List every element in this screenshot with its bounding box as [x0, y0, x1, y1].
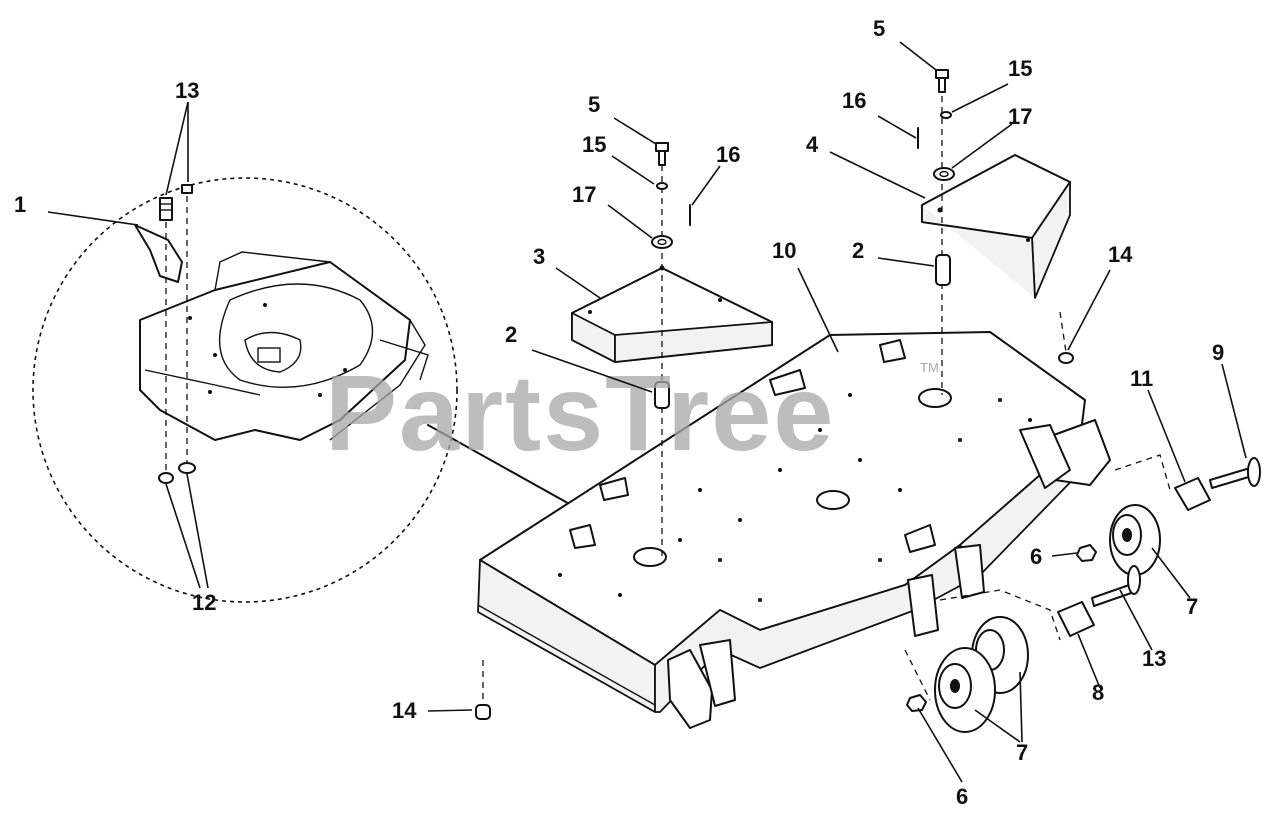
- callout-10: 10: [772, 238, 796, 263]
- callout-7: 7: [1016, 740, 1028, 765]
- callout-2: 2: [852, 238, 864, 263]
- leader-lines: [47, 41, 1247, 783]
- callout-14: 14: [392, 698, 417, 723]
- hardware-stack-right: [917, 69, 955, 395]
- svg-text:PartsTree: PartsTree: [325, 352, 835, 473]
- rear-wheel-assembly: [1076, 454, 1261, 576]
- callout-14: 14: [1108, 242, 1133, 267]
- callout-5: 5: [873, 16, 885, 41]
- callout-12: 12: [192, 590, 216, 615]
- callout-15: 15: [582, 132, 606, 157]
- detail-bolt-icon: [159, 184, 193, 221]
- callout-9: 9: [1212, 340, 1224, 365]
- callout-15: 15: [1008, 56, 1032, 81]
- watermark: PartsTree TM: [325, 352, 939, 473]
- detail-view: [32, 177, 458, 603]
- hardware-stack-left: [651, 142, 691, 560]
- front-wheel-assembly: [904, 565, 1141, 733]
- callout-4: 4: [806, 132, 819, 157]
- callout-labels: 1 2 2 3 4 5 5 6 6 7 7 8 9 10 11 12 13 13…: [14, 16, 1224, 809]
- callout-3: 3: [533, 244, 545, 269]
- callout-8: 8: [1092, 680, 1104, 705]
- callout-6: 6: [956, 784, 968, 809]
- callout-13: 13: [1142, 646, 1166, 671]
- mower-deck: [477, 331, 1111, 729]
- callout-6: 6: [1030, 544, 1042, 569]
- callout-2: 2: [505, 322, 517, 347]
- callout-17: 17: [1008, 104, 1032, 129]
- callout-5: 5: [588, 92, 600, 117]
- callout-7: 7: [1186, 594, 1198, 619]
- callout-16: 16: [842, 88, 866, 113]
- plug-icon: [475, 311, 1074, 720]
- callout-16: 16: [716, 142, 740, 167]
- svg-text:TM: TM: [920, 360, 939, 375]
- belt-cover-right: [921, 154, 1071, 299]
- callout-1: 1: [14, 192, 26, 217]
- callout-11: 11: [1130, 366, 1153, 391]
- callout-17: 17: [572, 182, 596, 207]
- belt-cover-left: [571, 265, 773, 363]
- callout-13: 13: [175, 78, 199, 103]
